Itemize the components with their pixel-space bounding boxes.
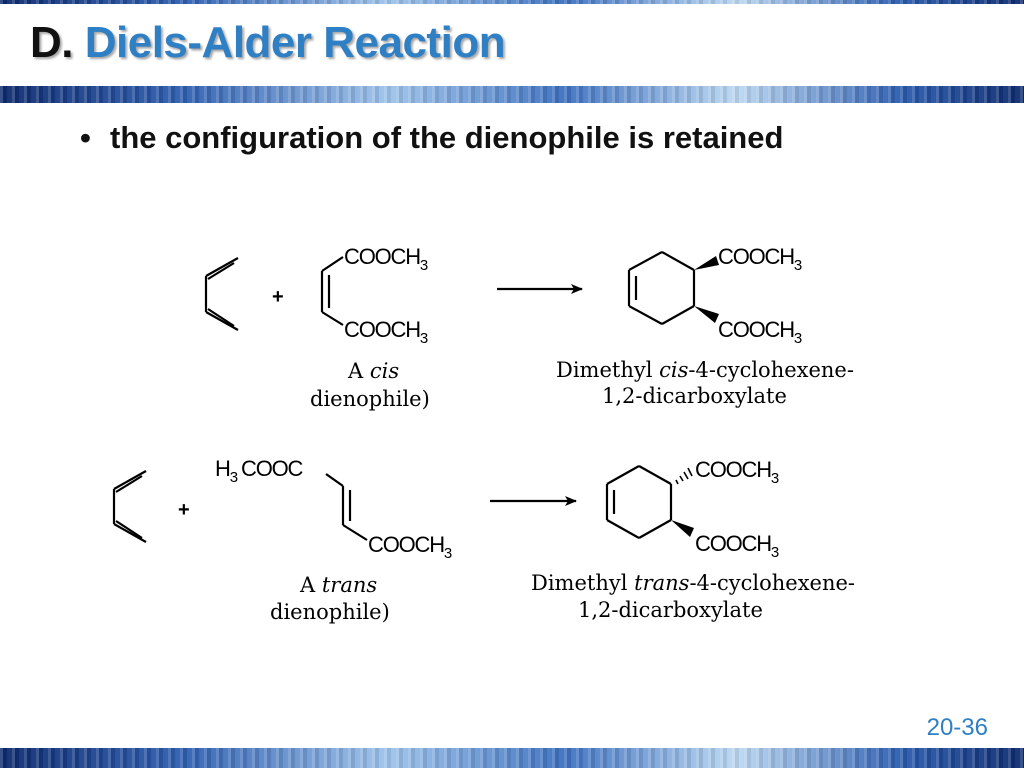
- cis-dienophile-bottom-ester: COOCH3: [344, 317, 428, 347]
- trans-product-bottom-ester: COOCH3: [695, 531, 779, 561]
- title-text: Diels-Alder Reaction: [84, 18, 506, 67]
- cis-product-label-line2: 1,2-dicarboxylate: [602, 384, 787, 408]
- title-section-letter: D.: [30, 18, 74, 67]
- cis-butadiene-structure: [204, 257, 239, 331]
- cis-product-ring: [627, 251, 696, 325]
- trans-dienophile-label-line2: dienophile): [270, 600, 390, 624]
- cis-product-label-line1: Dimethyl cis-4-cyclohexene-: [556, 358, 854, 382]
- cis-product-wedge-bond-bottom: [694, 306, 719, 323]
- slide-page-number: 20-36: [926, 714, 988, 741]
- trans-product-ring: [605, 465, 673, 539]
- cis-plus-sign: +: [272, 286, 284, 308]
- trans-product-label-line2: 1,2-dicarboxylate: [578, 598, 763, 622]
- title-decorative-band: [0, 86, 1024, 103]
- bullet-dot-icon: •: [80, 120, 91, 155]
- slide-title: D. Diels-Alder Reaction: [30, 18, 506, 68]
- cis-reaction: + COOCH3 COOCH3 A cis dienophile) COOCH3…: [204, 244, 854, 411]
- trans-product-top-ester: COOCH3: [695, 457, 779, 487]
- cis-dienophile-label-line2: dienophile): [310, 387, 430, 411]
- cis-product-bottom-ester: COOCH3: [718, 317, 802, 347]
- trans-product-label-line1: Dimethyl trans-4-cyclohexene-: [531, 571, 855, 595]
- trans-dienophile-structure: [325, 473, 368, 541]
- trans-butadiene-structure: [112, 470, 147, 543]
- trans-product-hashed-bond: [675, 467, 693, 485]
- cis-dienophile-label-line1: A cis: [347, 359, 399, 383]
- trans-product-wedge-bond: [671, 520, 694, 537]
- cis-dienophile-structure: [320, 256, 344, 326]
- top-decorative-thin-band: [0, 0, 1024, 4]
- bullet-point: • the configuration of the dienophile is …: [80, 120, 783, 156]
- bullet-text: the configuration of the dienophile is r…: [110, 120, 784, 155]
- trans-dienophile-label-line1: A trans: [299, 573, 377, 597]
- trans-dienophile-bottom-ester: COOCH3: [368, 532, 452, 562]
- footer-decorative-band: [0, 748, 1024, 768]
- cis-dienophile-top-ester: COOCH3: [344, 244, 428, 274]
- trans-plus-sign: +: [178, 499, 190, 521]
- cis-product-top-ester: COOCH3: [718, 244, 802, 274]
- cis-product-wedge-bond-top: [694, 256, 719, 270]
